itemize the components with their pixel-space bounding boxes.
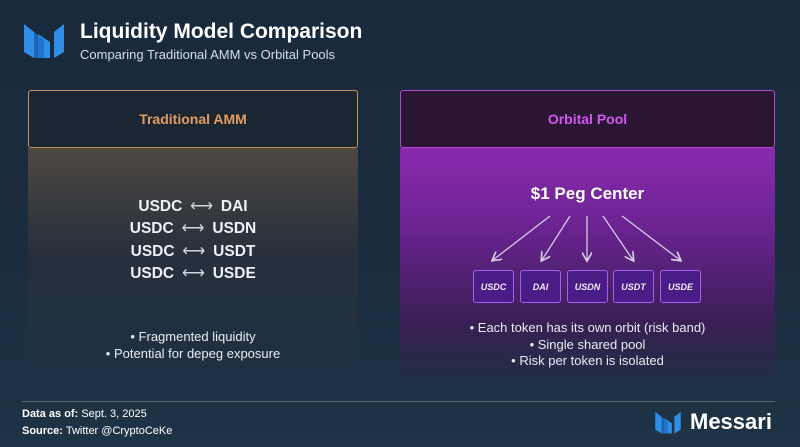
peg-center-label: $1 Peg Center [530, 184, 645, 203]
messari-logo-icon [655, 411, 681, 434]
bullet-item: • Single shared pool [529, 336, 646, 352]
data-source-value: Twitter @CryptoCeKe [65, 425, 173, 437]
token-dai: DAI [520, 270, 561, 303]
arrow-to-dai [542, 215, 571, 260]
page-title: Liquidity Model Comparison [80, 20, 363, 43]
data-date: Data as of: Sept. 3, 2025 [22, 408, 147, 420]
pair-row: USDC ⟷ USDT [28, 241, 358, 263]
arrow-to-usdt [602, 215, 633, 260]
page-subtitle: Comparing Traditional AMM vs Orbital Poo… [80, 47, 336, 62]
orbital-pool-title: Orbital Pool [547, 111, 628, 127]
pair-token-a: USDC [138, 198, 183, 215]
orbital-pool-body [400, 148, 775, 380]
data-date-value: Sept. 3, 2025 [81, 408, 147, 420]
bullet-dot-icon: • [529, 336, 538, 352]
pair-token-b: USDN [212, 220, 257, 238]
pair-list: USDC ⟷ DAI USDC ⟷ USDN USDC ⟷ USDT USDC … [28, 196, 358, 285]
brand-name: Messari [690, 409, 772, 434]
data-date-label: Data as of: [22, 408, 79, 420]
bullet-item: • Risk per token is isolated [511, 353, 664, 368]
token-usdc: USDC [473, 270, 514, 303]
arrow-to-usdc [493, 215, 551, 260]
peg-arrows [400, 215, 775, 380]
messari-logo-icon [24, 24, 64, 58]
orbital-bullet-list: • Each token has its own orbit (risk ban… [400, 320, 775, 370]
orbital-pool-header: Orbital Pool [400, 90, 775, 148]
traditional-amm-title: Traditional AMM [139, 111, 247, 127]
bullet-item: • Each token has its own orbit (risk ban… [469, 320, 706, 335]
data-source: Source: Twitter @CryptoCeKe [22, 425, 172, 437]
bullet-item: • Potential for depeg exposure [105, 345, 281, 361]
double-arrow-icon: ⟷ [190, 198, 214, 215]
double-arrow-icon: ⟷ [182, 242, 206, 260]
double-arrow-icon: ⟷ [181, 220, 205, 238]
bullet-dot-icon: • [130, 329, 139, 344]
pair-token-b: USDT [213, 242, 256, 260]
bullet-dot-icon: • [105, 345, 114, 361]
pair-token-a: USDC [130, 242, 175, 260]
token-usdt: USDT [613, 270, 654, 303]
double-arrow-icon: ⟷ [181, 264, 205, 282]
bullet-dot-icon: • [511, 353, 520, 368]
bullet-item: • Fragmented liquidity [130, 329, 256, 344]
footer-divider [22, 401, 775, 402]
pair-row: USDC ⟷ USDE [28, 263, 358, 285]
pair-token-a: USDC [130, 264, 175, 282]
amm-bullet-list: • Fragmented liquidity • Potential for d… [28, 329, 358, 362]
arrow-to-usde [621, 215, 680, 260]
traditional-amm-header: Traditional AMM [28, 90, 358, 148]
pair-row: USDC ⟷ USDN [28, 218, 358, 240]
brand-mark: Messari [654, 408, 772, 436]
traditional-amm-body [28, 148, 358, 380]
data-source-label: Source: [22, 425, 63, 437]
pair-row: USDC ⟷ DAI [28, 196, 358, 218]
token-usdn: USDN [567, 270, 608, 303]
token-usde: USDE [660, 270, 701, 303]
pair-token-b: USDE [212, 264, 256, 282]
bullet-dot-icon: • [469, 320, 478, 335]
pair-token-b: DAI [220, 198, 248, 215]
pair-token-a: USDC [129, 220, 174, 238]
